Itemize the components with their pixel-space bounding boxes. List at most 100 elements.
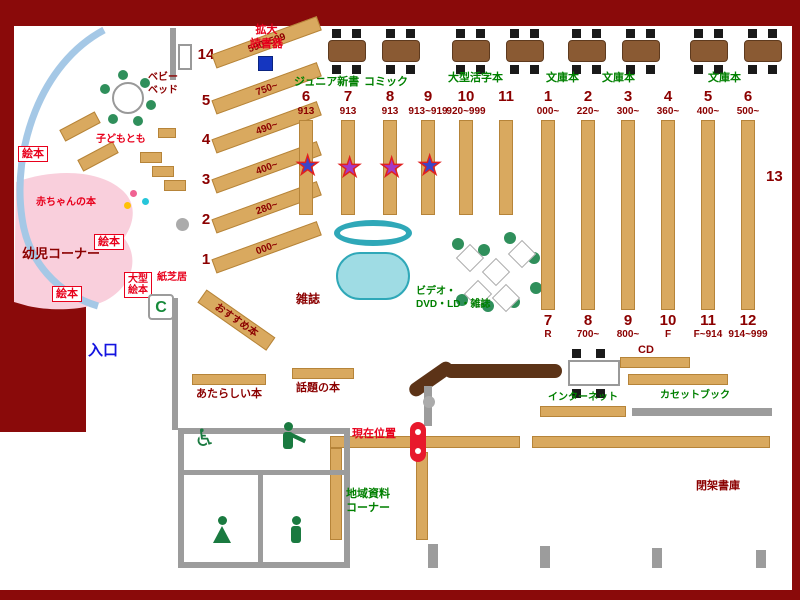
diagonal-shelf-number: 5 <box>201 92 211 109</box>
diagonal-shelf-number: 14 <box>197 46 215 63</box>
column-range: 913 <box>339 106 357 117</box>
column-number: 9 <box>423 88 433 105</box>
current-location-label: 現在位置 <box>352 428 396 440</box>
shelf <box>152 166 174 177</box>
seat-dot <box>133 116 143 126</box>
magazine-rack-ring <box>334 220 412 246</box>
chair-icon <box>406 65 415 74</box>
wall <box>178 428 350 434</box>
shelf-column <box>341 120 355 215</box>
column-number: 6 <box>301 88 311 105</box>
chair-icon <box>694 29 703 38</box>
seat-dot <box>146 100 156 110</box>
column-number: 12 <box>739 312 757 329</box>
wall <box>178 428 184 568</box>
video-corner-label: ビデオ・ DVD・LD・雑誌 <box>416 286 491 310</box>
shelf-column <box>541 120 555 310</box>
column-number: 10 <box>659 312 677 329</box>
column-range: 913~919 <box>408 106 448 117</box>
man-restroom-icon <box>286 516 306 543</box>
shelf-column <box>661 120 675 310</box>
round-table <box>112 82 144 114</box>
wall-bottom <box>0 590 800 600</box>
chair-icon <box>332 65 341 74</box>
shelf-column <box>299 120 313 215</box>
column-number: 9 <box>623 312 633 329</box>
ehon-badge: 絵本 <box>18 146 48 163</box>
infant-corner-label: 幼児コーナー <box>22 246 101 261</box>
shelf-column <box>581 120 595 310</box>
diagonal-shelf-number: 4 <box>201 131 211 148</box>
shelf <box>158 128 176 138</box>
icon-body <box>291 526 301 543</box>
seat-dot <box>118 70 128 80</box>
area13-label: 13 <box>766 168 783 185</box>
chair-icon <box>386 65 395 74</box>
column-number: 7 <box>343 88 353 105</box>
column-number: 10 <box>457 88 475 105</box>
shelf-column <box>701 120 715 310</box>
chair-icon <box>646 29 655 38</box>
column-number: 2 <box>583 88 593 105</box>
bunko-label: 文庫本 <box>708 72 741 84</box>
seat-dot <box>504 232 516 244</box>
magazine-rack <box>336 252 410 300</box>
chair-icon <box>352 29 361 38</box>
diagonal-shelf-number: 1 <box>201 251 211 268</box>
shelf-column <box>459 120 473 215</box>
table-diamond <box>491 283 521 313</box>
seat-dot <box>140 78 150 88</box>
kodomo-tomo-label: 子どもとも <box>96 134 146 145</box>
column-number: 7 <box>543 312 553 329</box>
current-location-marker <box>410 422 426 462</box>
icon-body <box>213 526 231 543</box>
column-range: 400~ <box>696 106 720 117</box>
chair-icon <box>456 65 465 74</box>
chair-icon <box>646 65 655 74</box>
wall <box>178 562 350 568</box>
wall <box>178 470 350 475</box>
diagonal-shelf-number: 3 <box>201 171 211 188</box>
woman-restroom-icon <box>212 516 232 543</box>
shelf <box>330 448 342 540</box>
column-number: 11 <box>498 88 514 105</box>
column-range: 913 <box>297 106 315 117</box>
baby-change-icon <box>278 422 298 449</box>
shelf-column <box>499 120 513 215</box>
reading-table <box>506 40 544 62</box>
shelf <box>140 152 162 163</box>
seat-dot <box>478 244 490 256</box>
reading-table <box>452 40 490 62</box>
column-range: 360~ <box>656 106 680 117</box>
chair-icon <box>530 65 539 74</box>
chair-icon <box>352 65 361 74</box>
chair-icon <box>572 29 581 38</box>
ehon-badge: 絵本 <box>52 286 82 303</box>
decor-dot <box>124 202 131 209</box>
column-range: F~914 <box>693 329 723 340</box>
chair-icon <box>714 65 723 74</box>
magnifier-label: 拡大 読書器 <box>250 24 283 50</box>
large-ehon-badge: 大型 絵本 <box>124 272 152 298</box>
chair-icon <box>476 65 485 74</box>
seat-dot <box>530 282 542 294</box>
wall <box>428 544 438 568</box>
star-icon: ★ <box>337 152 362 182</box>
wall <box>344 428 350 568</box>
marker-dot <box>415 448 421 454</box>
shelf <box>540 406 626 417</box>
chair-icon <box>592 65 601 74</box>
shelf <box>164 180 186 191</box>
chair-icon <box>510 65 519 74</box>
chair-icon <box>456 29 465 38</box>
chair-icon <box>572 349 581 358</box>
chair-icon <box>530 29 539 38</box>
chair-icon <box>406 29 415 38</box>
chair-icon <box>714 29 723 38</box>
column-number: 4 <box>663 88 673 105</box>
column-range: 800~ <box>616 329 640 340</box>
chair-icon <box>596 349 605 358</box>
column-number: 5 <box>703 88 713 105</box>
counter <box>444 364 562 378</box>
